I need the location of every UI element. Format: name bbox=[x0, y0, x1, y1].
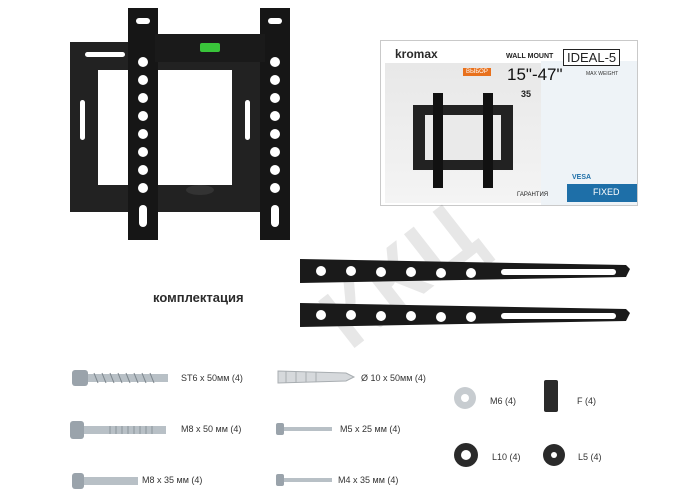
part-label-f: F (4) bbox=[577, 396, 596, 406]
washer-m6-icon bbox=[454, 387, 476, 409]
spirit-level bbox=[200, 43, 220, 52]
part-label-m6: M6 (4) bbox=[490, 396, 517, 406]
part-label-l5: L5 (4) bbox=[578, 452, 602, 462]
product-box: kromax ВЫБОР WALL MOUNT IDEAL-5 15"-47" … bbox=[380, 40, 638, 206]
part-label-m4x35: M4 x 35 мм (4) bbox=[338, 475, 399, 485]
box-badge: ВЫБОР bbox=[463, 68, 491, 76]
bolt-m8x50-icon bbox=[70, 421, 166, 439]
guarantee-badge: ГАРАНТИЯ bbox=[517, 192, 549, 198]
extension-arms bbox=[300, 259, 630, 327]
screw-st6-icon bbox=[72, 370, 168, 386]
part-label-plug: Ø 10 x 50мм (4) bbox=[361, 373, 426, 383]
part-label-l10: L10 (4) bbox=[492, 452, 521, 462]
box-subtitle: WALL MOUNT bbox=[506, 53, 554, 60]
bolt-m4x35-icon bbox=[276, 474, 332, 486]
part-label-m8x50: M8 x 50 мм (4) bbox=[181, 424, 242, 434]
fixed-label: FIXED bbox=[593, 187, 620, 197]
section-title: комплектация bbox=[153, 290, 244, 305]
fixed-bar bbox=[567, 184, 637, 202]
weight-value: 35 bbox=[521, 89, 532, 99]
model-name: IDEAL-5 bbox=[563, 49, 621, 66]
bolt-m5x25-icon bbox=[276, 423, 332, 435]
max-weight-label: MAX WEIGHT bbox=[586, 71, 619, 77]
washer-l5-icon bbox=[543, 444, 565, 466]
part-label-m8x35: M8 x 35 мм (4) bbox=[142, 475, 203, 485]
size-range: 15"-47" bbox=[507, 65, 563, 84]
part-label-st6: ST6 x 50мм (4) bbox=[181, 373, 243, 383]
box-photo bbox=[385, 63, 545, 203]
bolt-m8x35-icon bbox=[72, 473, 138, 489]
vesa-badge: VESA bbox=[572, 174, 592, 181]
washer-l10-icon bbox=[454, 443, 478, 467]
wall-plug-icon bbox=[277, 370, 356, 384]
spacer-f-icon bbox=[544, 380, 558, 412]
wall-mount-bracket bbox=[70, 8, 290, 240]
brand-logo: kromax bbox=[395, 47, 438, 61]
box-spec-strip bbox=[541, 61, 637, 205]
part-label-m5x25: M5 x 25 мм (4) bbox=[340, 424, 401, 434]
